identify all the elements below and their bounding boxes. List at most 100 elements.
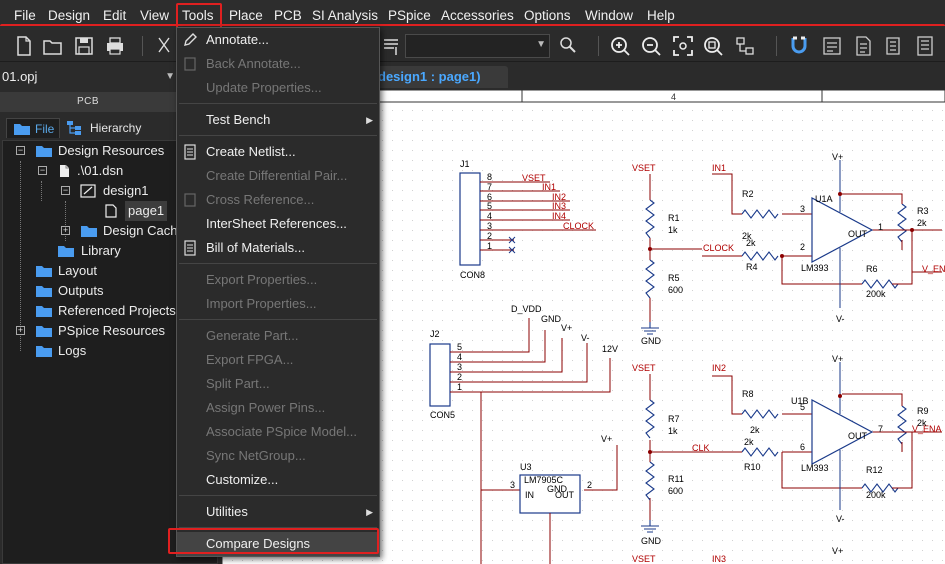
magnet-icon[interactable] (787, 34, 811, 58)
menu-item-bill-of-materials[interactable]: Bill of Materials... (177, 236, 379, 260)
tree-outputs[interactable]: Outputs (3, 281, 217, 301)
bom-icon (184, 240, 196, 256)
save-icon[interactable] (72, 34, 96, 58)
menu-item-create-diff-pair[interactable]: Create Differential Pair... (177, 164, 379, 188)
menu-item-generate-part[interactable]: Generate Part... (177, 324, 379, 348)
r10-val: 2k (744, 437, 754, 447)
cut-icon[interactable] (152, 34, 176, 58)
u3-in: IN (525, 490, 534, 500)
j1-net-in3: IN3 (552, 201, 566, 211)
j2-pin-3: 3 (457, 362, 462, 372)
menu-file[interactable]: File (14, 8, 36, 23)
open-folder-icon[interactable] (41, 34, 65, 58)
j1-net-in2: IN2 (552, 192, 566, 202)
folder-icon (14, 124, 30, 135)
document-icon[interactable] (851, 34, 875, 58)
tab-hierarchy[interactable]: Hierarchy (64, 118, 176, 138)
j2-pin-2: 2 (457, 372, 462, 382)
menu-pspice[interactable]: PSpice (388, 8, 431, 23)
u1a-ref: U1A (815, 194, 833, 204)
menu-item-update-properties[interactable]: Update Properties... (177, 76, 379, 100)
menu-item-customize[interactable]: Customize... (177, 468, 379, 492)
tree-design-resources[interactable]: − Design Resources (3, 141, 217, 161)
chevron-down-icon[interactable]: ▼ (165, 71, 175, 82)
menu-options[interactable]: Options (524, 8, 571, 23)
net-v-ena: V_ENA (912, 424, 942, 434)
menu-view[interactable]: View (140, 8, 170, 23)
u1a-part: LM393 (801, 263, 829, 273)
menu-item-utilities[interactable]: Utilities ▶ (177, 500, 379, 524)
menu-item-create-netlist[interactable]: Create Netlist... (177, 140, 379, 164)
new-file-icon[interactable] (12, 34, 36, 58)
menu-item-import-properties[interactable]: Import Properties... (177, 292, 379, 316)
tree-design-cache[interactable]: + Design Cache (3, 221, 217, 241)
tree-library[interactable]: Library (3, 241, 217, 261)
menu-edit[interactable]: Edit (103, 8, 127, 23)
project-combo[interactable]: 01.opj ▼ (0, 66, 178, 88)
hierarchy-icon[interactable] (733, 34, 757, 58)
menu-accessories[interactable]: Accessories (441, 8, 514, 23)
menu-item-cross-reference[interactable]: Cross Reference... (177, 188, 379, 212)
menu-place[interactable]: Place (229, 8, 263, 23)
tree-logs[interactable]: Logs (3, 341, 217, 361)
zoom-fit-icon[interactable] (701, 34, 725, 58)
tree-page1[interactable]: page1 (3, 201, 217, 221)
r8-val: 2k (750, 425, 760, 435)
tree-pspice-resources[interactable]: + PSpice Resources (3, 321, 217, 341)
menu-item-intersheet-references[interactable]: InterSheet References... (177, 212, 379, 236)
menu-item-export-properties[interactable]: Export Properties... (177, 268, 379, 292)
tab-file[interactable]: File (6, 118, 60, 138)
panel-header: PCB (0, 92, 176, 112)
menu-tools[interactable]: Tools (182, 8, 214, 23)
j1-pin-3: 3 (487, 221, 492, 231)
menu-help[interactable]: Help (647, 8, 675, 23)
tree-label: Design Cache (103, 223, 185, 238)
document-tab[interactable]: design1 : page1) (366, 66, 508, 88)
folder-icon (36, 266, 52, 277)
menu-item-label: Split Part... (206, 376, 270, 391)
tree-label: page1 (125, 201, 168, 221)
menu-item-annotate[interactable]: Annotate... (177, 28, 379, 52)
netlist-icon[interactable] (882, 34, 906, 58)
tree-dsn[interactable]: − .\01.dsn (3, 161, 217, 181)
j1-pin-8: 8 (487, 172, 492, 182)
menu-pcb[interactable]: PCB (274, 8, 302, 23)
menu-item-back-annotate[interactable]: Back Annotate... (177, 52, 379, 76)
pin-2a: 2 (800, 242, 805, 252)
print-icon[interactable] (103, 34, 127, 58)
tree-label: Referenced Projects (58, 303, 176, 318)
component-icon[interactable] (380, 34, 404, 58)
zoom-out-icon[interactable] (639, 34, 663, 58)
pwr-vplus-u3: V+ (601, 434, 612, 444)
menu-item-split-part[interactable]: Split Part... (177, 372, 379, 396)
menu-item-export-fpga[interactable]: Export FPGA... (177, 348, 379, 372)
menu-design[interactable]: Design (48, 8, 91, 23)
tools-menu: Annotate... Back Annotate... Update Prop… (176, 27, 380, 557)
menu-item-label: Assign Power Pins... (206, 400, 326, 415)
hierarchy-icon (67, 121, 81, 135)
j2-pin-4: 4 (457, 352, 462, 362)
tree-referenced-projects[interactable]: Referenced Projects (3, 301, 217, 321)
menu-item-test-bench[interactable]: Test Bench ▶ (177, 108, 379, 132)
tree-layout[interactable]: Layout (3, 261, 217, 281)
menu-item-compare-designs[interactable]: Compare Designs (177, 532, 379, 556)
menu-item-assign-power-pins[interactable]: Assign Power Pins... (177, 396, 379, 420)
menu-si-analysis[interactable]: SI Analysis (312, 8, 379, 23)
menu-item-label: Update Properties... (206, 80, 322, 95)
folder-icon (58, 246, 74, 257)
menu-item-sync-netgroup[interactable]: Sync NetGroup... (177, 444, 379, 468)
menu-item-associate-pspice-model[interactable]: Associate PSpice Model... (177, 420, 379, 444)
opamps (811, 197, 874, 465)
bom-icon[interactable] (913, 34, 937, 58)
find-icon[interactable] (556, 34, 580, 58)
j2-pin-5: 5 (457, 342, 462, 352)
menu-window[interactable]: Window (585, 8, 634, 23)
toolbar-part-combo[interactable]: ▼ (405, 34, 550, 58)
tab-file-label: File (35, 122, 55, 136)
properties-icon[interactable] (820, 34, 844, 58)
zoom-in-icon[interactable] (608, 34, 632, 58)
vplus-bottom: V+ (832, 546, 843, 556)
zoom-area-icon[interactable] (671, 34, 695, 58)
net-clock: CLOCK (703, 243, 734, 253)
tree-design1[interactable]: − design1 (3, 181, 217, 201)
